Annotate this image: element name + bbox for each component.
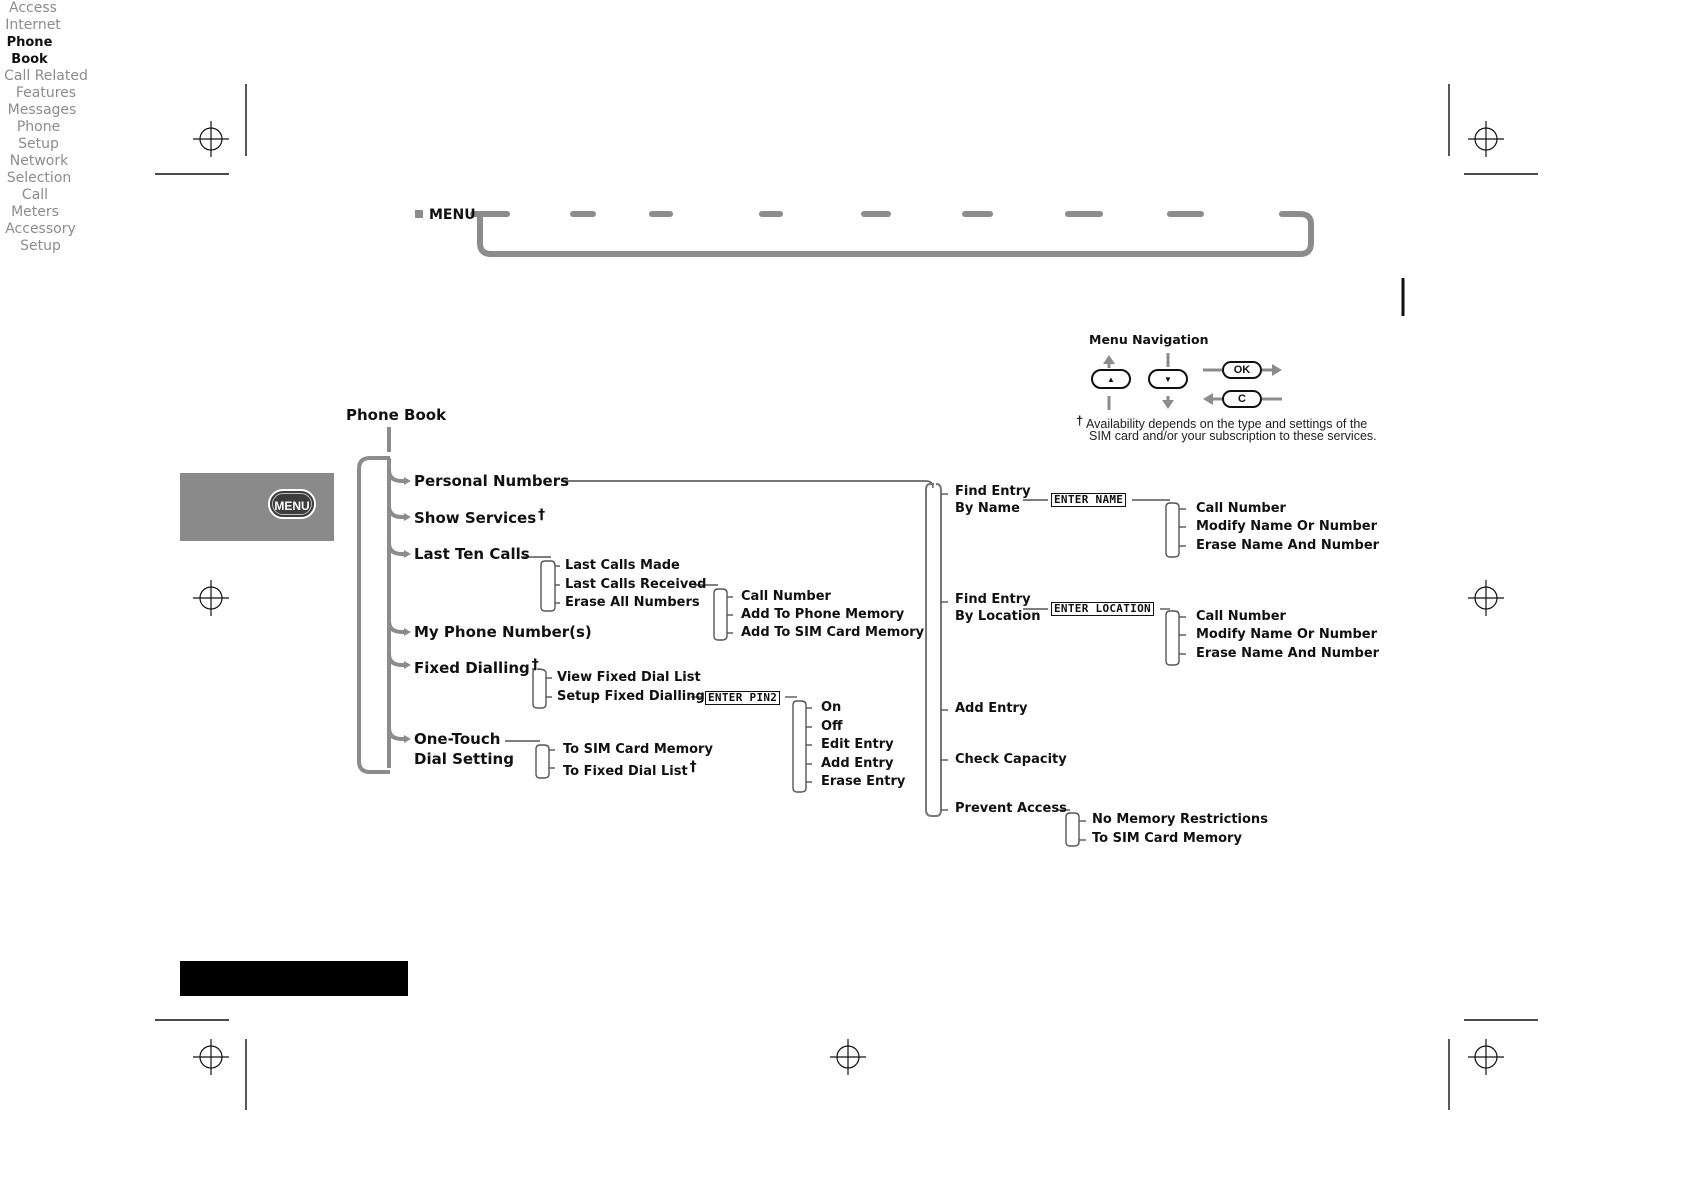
location-prompt-display: ENTER LOCATION	[1051, 602, 1154, 616]
tree-connectors	[357, 427, 405, 774]
node-fixed-dialling[interactable]: Fixed Dialling†	[414, 657, 539, 677]
node-loc-modify[interactable]: Modify Name Or Number	[1196, 627, 1378, 642]
node-fixed-add-entry[interactable]: Add Entry	[821, 756, 894, 771]
menu-item-messages[interactable]: Messages	[7, 102, 77, 118]
node-fixed-edit-entry[interactable]: Edit Entry	[821, 737, 894, 752]
tree-arrowheads	[404, 477, 411, 743]
registration-mark-bottom-center	[830, 1039, 866, 1075]
menu-button-icon: MENU	[268, 489, 316, 519]
node-last-ten-calls[interactable]: Last Ten Calls	[414, 545, 530, 563]
node-erase-all-numbers[interactable]: Erase All Numbers	[565, 595, 700, 610]
registration-mark-bottom-left	[193, 1039, 229, 1075]
dagger-icon: †	[1076, 413, 1084, 428]
registration-mark-top-right	[1468, 121, 1504, 157]
node-fixed-off[interactable]: Off	[821, 719, 843, 734]
node-prevent-to-sim-memory[interactable]: To SIM Card Memory	[1092, 831, 1242, 846]
node-name-modify[interactable]: Modify Name Or Number	[1196, 519, 1378, 534]
node-received-call-number[interactable]: Call Number	[741, 589, 831, 604]
legend-graphics	[1103, 353, 1282, 410]
registration-mark-bottom-right	[1468, 1039, 1504, 1075]
tree-root: Phone Book	[346, 406, 447, 424]
node-check-capacity[interactable]: Check Capacity	[955, 752, 1067, 767]
registration-marks	[155, 84, 1538, 1110]
node-show-services[interactable]: Show Services†	[414, 507, 546, 527]
node-view-fixed-dial-list[interactable]: View Fixed Dial List	[557, 670, 701, 685]
node-no-memory-restrictions[interactable]: No Memory Restrictions	[1092, 812, 1268, 827]
legend-note-line2: SIM card and/or your subscription to the…	[1089, 429, 1377, 443]
node-to-sim-card-memory[interactable]: To SIM Card Memory	[563, 742, 713, 757]
node-last-calls-made[interactable]: Last Calls Made	[565, 558, 680, 573]
menu-square-icon	[415, 210, 423, 218]
node-received-add-sim-memory[interactable]: Add To SIM Card Memory	[741, 625, 925, 640]
dagger-icon: †	[689, 759, 697, 775]
node-fixed-on[interactable]: On	[821, 700, 842, 715]
registration-mark-mid-left	[193, 580, 229, 616]
dagger-icon: †	[531, 657, 539, 673]
node-last-calls-received[interactable]: Last Calls Received	[565, 577, 707, 592]
ok-key-icon: OK	[1222, 361, 1262, 379]
pin2-prompt-display: ENTER PIN2	[705, 691, 781, 705]
c-key-icon: C	[1222, 390, 1262, 408]
node-received-add-phone-memory[interactable]: Add To Phone Memory	[741, 607, 905, 622]
dagger-icon: †	[538, 507, 546, 523]
registration-mark-top-left	[193, 121, 229, 157]
down-key-icon: ▼	[1148, 369, 1188, 389]
node-fixed-erase-entry[interactable]: Erase Entry	[821, 774, 906, 789]
up-key-icon: ▲	[1091, 369, 1131, 389]
node-my-phone-numbers[interactable]: My Phone Number(s)	[414, 623, 592, 641]
name-prompt-display: ENTER NAME	[1051, 493, 1127, 507]
node-loc-call-number[interactable]: Call Number	[1196, 609, 1286, 624]
legend-title: Menu Navigation	[1089, 332, 1209, 347]
legend-note: † Availability depends on the type and s…	[1076, 413, 1368, 431]
top-menu-loop	[470, 211, 1314, 257]
node-add-entry[interactable]: Add Entry	[955, 701, 1028, 716]
node-prevent-access[interactable]: Prevent Access	[955, 801, 1067, 816]
node-name-erase[interactable]: Erase Name And Number	[1196, 538, 1380, 553]
footer-black-bar	[180, 961, 408, 996]
sub-brackets	[505, 480, 1186, 847]
node-loc-erase[interactable]: Erase Name And Number	[1196, 646, 1380, 661]
node-setup-fixed-dialling[interactable]: Setup Fixed Dialling	[557, 689, 705, 704]
node-personal-numbers[interactable]: Personal Numbers	[414, 472, 570, 490]
node-to-fixed-dial-list[interactable]: To Fixed Dial List†	[563, 759, 697, 779]
registration-mark-mid-right	[1468, 580, 1504, 616]
menu-root-label[interactable]: MENU	[429, 207, 476, 223]
node-name-call-number[interactable]: Call Number	[1196, 501, 1286, 516]
